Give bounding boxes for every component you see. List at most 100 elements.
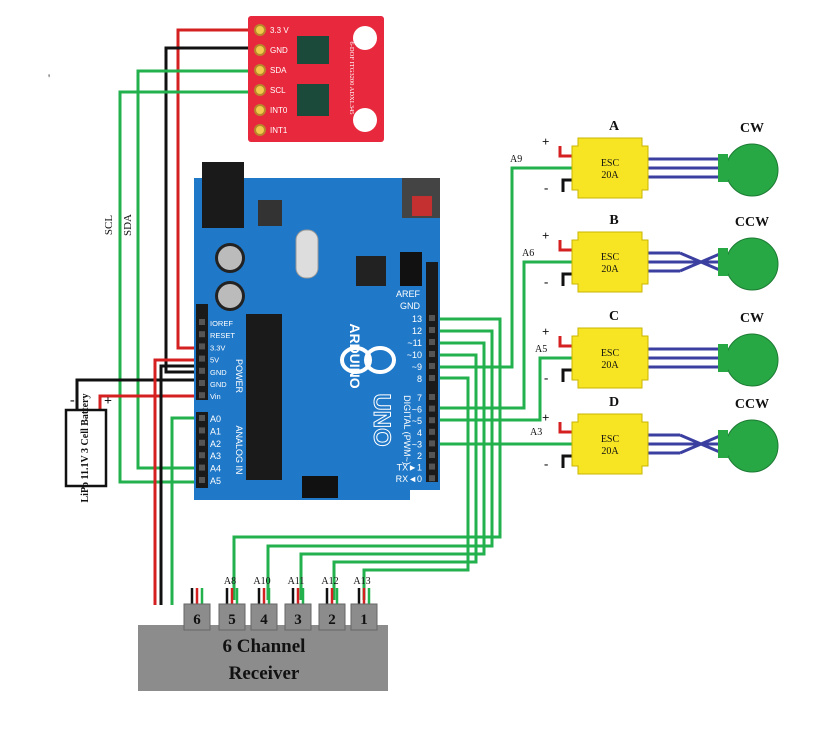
motor-b [725,237,779,291]
ch1-wire [362,376,470,600]
battery-plus-wire [98,394,205,410]
receiver-gnd-wire [159,364,205,605]
esc-c-signal-wire [432,356,580,422]
battery-minus-label: - [70,393,75,408]
analog-pin-socket [199,477,205,483]
imu-chip-text: 6-DOF ITG3200 ADXL345 [348,42,355,115]
power-header [196,304,208,400]
power-pin-socket [199,380,205,386]
icsp-header-bottom [302,476,338,498]
esc-signal-label: A9 [510,154,522,165]
imu-pin-label: INT0 [270,106,288,115]
receiver-channel-signal: A10 [253,576,270,587]
arduino-model: UNO [368,393,395,446]
sda-wire-label: SDA [122,214,134,236]
power-pin-label: Vin [210,392,221,401]
esc-signal-wires [432,166,580,446]
power-pin-socket [199,367,205,374]
motor-d [725,419,779,473]
analog-pin-label: A1 [210,426,221,436]
receiver-channel-socket [318,603,346,631]
imu-pin-hole [254,84,266,96]
receiver-channel-socket [284,603,312,631]
power-pin-socket [199,355,205,362]
esc-minus-label: - [544,370,548,385]
receiver-body [138,625,388,691]
motor-mount [718,248,728,276]
receiver-channel-signal: A13 [353,576,370,587]
digital-pin-label: 7 [417,393,422,403]
power-pin-socket [199,331,205,338]
digital-pin-label: ~3 [412,439,422,449]
imu-pin-hole [254,24,266,36]
receiver-channel-number: 1 [360,612,368,628]
esc-body [571,231,649,293]
scl-wire-label: SCL [103,215,115,235]
analog-pin-label: A2 [210,439,221,449]
digital-pin-socket [429,363,435,369]
digital-pin-socket [429,315,435,321]
esc-signal-label: A5 [535,344,547,355]
imu-pin-label: SCL [270,86,286,95]
analog-pin-socket [199,415,205,421]
digital-pin-label: 12 [412,326,422,336]
motor-c [725,333,779,387]
imu-pin-hole [254,44,266,56]
digital-header [426,262,438,482]
esc-signal-label: A6 [522,248,534,259]
esc-b-signal-wire [432,260,580,410]
imu-pin-hole [254,64,266,76]
digital-pin-label: 8 [417,374,422,384]
ch3-wire [299,341,486,600]
battery-label: LiPo 11.1V 3 Cell Battery [80,394,91,503]
receiver-channel-number: 5 [228,612,236,628]
usb-chip [356,256,386,286]
digital-pin-socket [429,440,435,447]
digital-pin-label: RX◄0 [396,474,422,484]
motor-rotation-label: CW [740,311,764,326]
analog-label: ANALOG IN [234,425,244,474]
digital-pin-label: ~6 [412,405,422,415]
digital-pin-label: 2 [417,451,422,461]
esc-plus-label: + [542,324,549,339]
esc-minus-label: - [544,180,548,195]
analog-pin-label: A0 [210,414,221,424]
analog-pin-label: A4 [210,464,221,474]
receiver-channel-signal: A8 [224,576,236,587]
digital-pin-label: ~10 [407,350,422,360]
digital-pin-socket [429,339,435,345]
esc-minus-label: - [544,456,548,471]
dc-jack [202,162,244,228]
analog-pin-socket [199,464,205,471]
power-pin-socket [199,343,205,350]
motor-a [725,143,779,197]
digital-pin-label: ~11 [407,338,422,348]
analog-pin-socket [199,439,205,446]
motor-phase-wire [679,433,723,455]
stray-mark: ' [48,71,50,85]
receiver-channel-number: 2 [328,612,336,628]
power-label: POWER [234,359,244,394]
digital-label: DIGITAL (PWM~) [402,395,412,465]
receiver-5v-wire [153,358,205,605]
gnd-label: GND [400,301,421,311]
esc-id-label: C [609,309,619,324]
receiver-channel-5: 5 A8 [218,576,246,631]
power-pin-label: RESET [210,331,235,340]
esc-plus-label: + [542,228,549,243]
esc-signal-label: A3 [530,427,542,438]
motor-mount [718,344,728,372]
motor-rotation-label: CCW [735,397,769,412]
imu-pin-label: 3.3 V [270,26,289,35]
digital-pin-socket [429,463,435,470]
receiver-channel-wires [232,317,502,600]
analog-pin-socket [199,427,205,434]
receiver-title-line2: Receiver [229,663,300,684]
analog-header [196,412,208,488]
